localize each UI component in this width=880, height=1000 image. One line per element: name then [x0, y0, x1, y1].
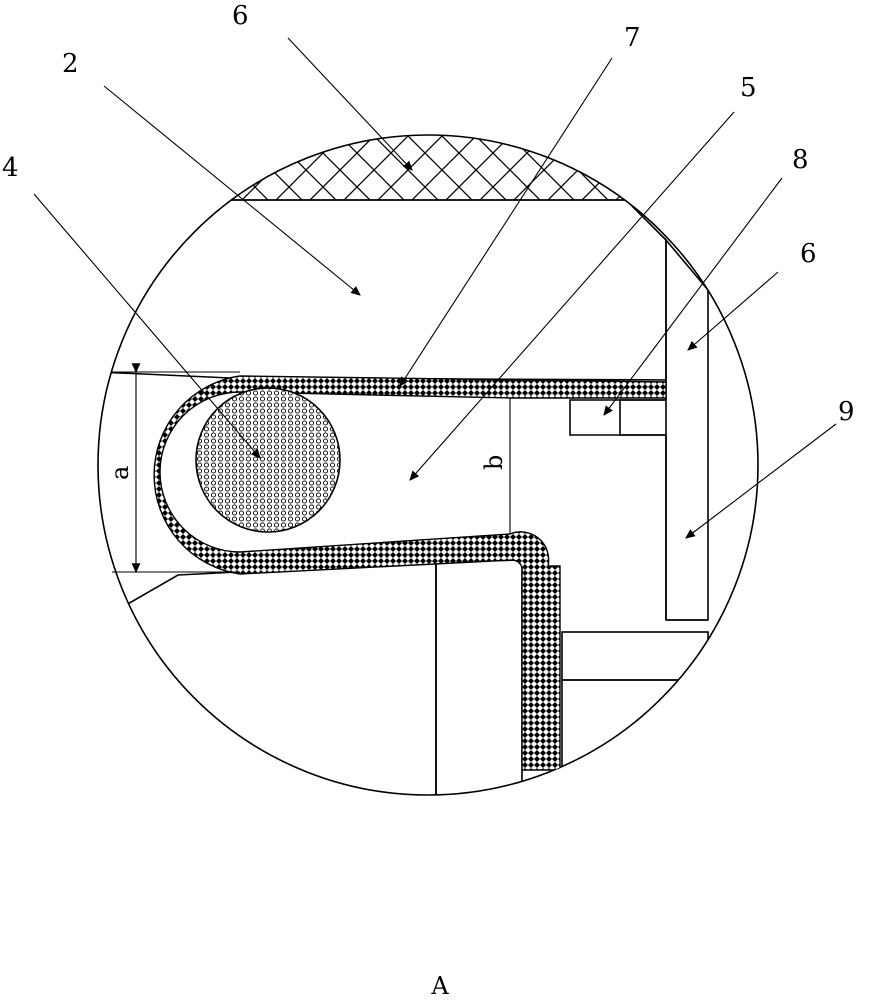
label-2: 2	[62, 49, 79, 79]
dimension-b: b	[480, 455, 508, 470]
dimension-b-label: b	[480, 455, 508, 470]
label-5: 5	[740, 73, 757, 103]
part-6-right-region	[620, 240, 708, 620]
label-6-right: 6	[800, 239, 817, 269]
dimension-a-label: a	[106, 466, 134, 480]
lower-left-body	[100, 562, 436, 800]
part-8-insert	[570, 400, 666, 435]
label-9: 9	[838, 397, 855, 427]
part-2-body	[100, 200, 666, 380]
label-6-top: 6	[232, 1, 249, 31]
view-caption: A	[0, 972, 880, 1000]
brick-band	[562, 632, 708, 680]
part-6-top-region	[100, 130, 660, 200]
part-4-cord	[196, 388, 340, 532]
lower-cross-block	[436, 560, 522, 800]
label-7: 7	[624, 23, 641, 53]
lower-right-region	[562, 680, 708, 800]
label-8: 8	[792, 145, 809, 175]
label-4: 4	[2, 153, 19, 183]
